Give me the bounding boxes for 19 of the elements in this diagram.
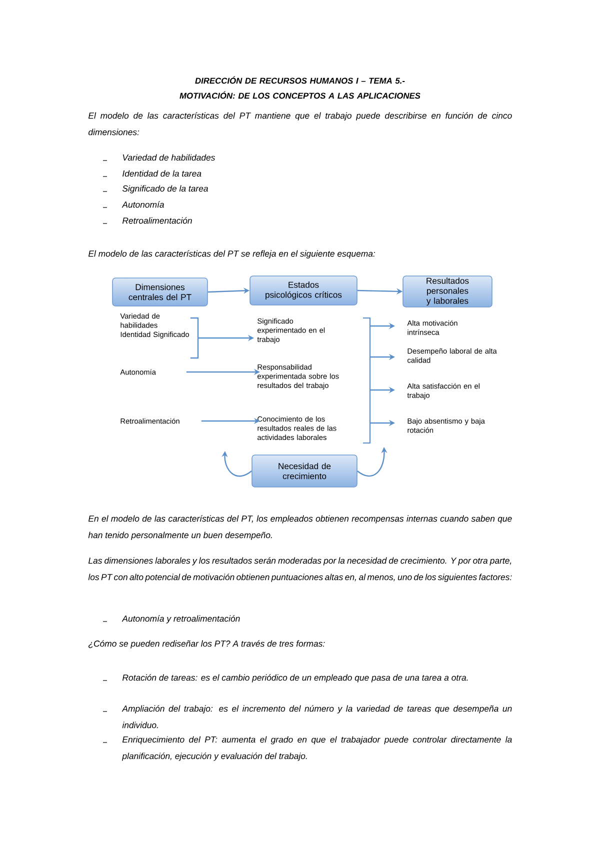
paragraph: El modelo de las características del PT mantiene que el trabajo puede describirse en función de cinco dimensiones:: [88, 112, 512, 136]
paragraph: El modelo de las características del PT se refleja en el siguiente esquema:: [88, 250, 376, 258]
heading-box: Estados psicológicos críticos: [250, 276, 358, 306]
bullet-item: Rotación de tareas: es el cambio periódico de un empleado que pasa de una tarea a otra.: [122, 674, 468, 682]
heading-box: Resultados personales y laborales: [402, 276, 492, 308]
paragraph: ¿Cómo se pueden rediseñar los PT? A través de tres formas:: [88, 640, 325, 648]
bullet-item: Identidad de la tarea: [122, 170, 202, 177]
bullet-item: Autonomía y retroalimentación: [122, 615, 240, 624]
heading-box: Necesidad de crecimiento: [252, 454, 358, 488]
bullet-item: Autonomía: [122, 201, 164, 208]
bullet-item: Variedad de habilidades: [122, 154, 216, 161]
heading-box: Dimensiones centrales del PT: [112, 278, 208, 306]
paragraph: En el modelo de las características del PT, los empleados obtienen recompensas internas cuando saben que han tenido personalmente un buen desempeño.: [88, 515, 512, 540]
bullet-item: Significado de la tarea: [122, 185, 208, 194]
bullet-item: Retroalimentación: [122, 217, 192, 224]
bullet-item: Ampliación del trabajo: es el incremento del número y la variedad de tareas que desempeña un individuo.: [122, 705, 512, 728]
paragraph: Las dimensiones laborales y los resultados serán moderadas por la necesidad de crecimiento. Y por otra parte, los PT con alto potencial de motivación obtienen puntuaciones altas en, al menos, uno de los siguientes factores:: [88, 557, 512, 582]
title: DIRECCIÓN DE RECURSOS HUMANOS I – TEMA 5.- MOTIVACIÓN: DE LOS CONCEPTOS A LAS APLICACIONES: [180, 76, 420, 99]
bullet-item: Enriquecimiento del PT: aumenta el grado en que el trabajador puede controlar directamente la planificación, ejecución y evaluación del trabajo.: [122, 736, 512, 761]
